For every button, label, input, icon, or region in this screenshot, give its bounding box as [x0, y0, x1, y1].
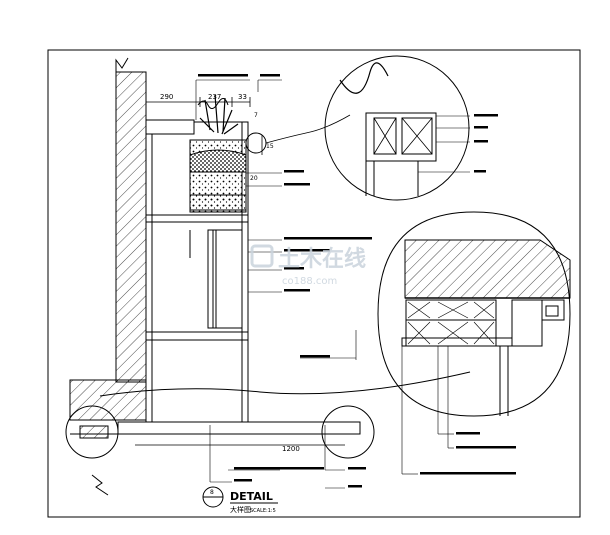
title-subtitle: 大样图	[230, 505, 251, 514]
detail-callout-right	[321, 405, 375, 459]
annotation-placeholders	[198, 74, 372, 488]
title-block: 8 DETAIL 大样图 SCALE:1:5	[202, 486, 278, 514]
dimension-15: 15	[266, 143, 274, 150]
dimension-237: 237	[208, 93, 221, 101]
title-scale: SCALE:1:5	[250, 508, 276, 514]
concrete-wall	[69, 57, 147, 421]
detail-callout-left	[65, 405, 119, 459]
watermark: 土木在线 co188.com	[250, 244, 366, 287]
title-text: DETAIL	[230, 490, 273, 503]
watermark-subtext: co188.com	[282, 276, 337, 287]
dimension-290: 290	[160, 93, 173, 101]
watermark-text: 土木在线	[278, 246, 366, 272]
floor-slab	[70, 421, 361, 439]
dimension-33: 33	[238, 93, 247, 101]
dimension-1200: 1200	[282, 445, 300, 453]
dimension-7: 7	[254, 112, 258, 119]
detail-callout-small	[245, 132, 267, 154]
enlarged-detail-bottom	[377, 211, 571, 475]
title-symbol: 8	[210, 489, 214, 496]
leader-lines	[195, 79, 357, 489]
drawing-frame	[47, 49, 581, 518]
planter	[145, 94, 247, 213]
enlarged-detail-top	[265, 55, 498, 201]
dimension-lines	[135, 97, 345, 446]
dimension-20: 20	[250, 175, 258, 182]
break-lines	[91, 371, 471, 496]
